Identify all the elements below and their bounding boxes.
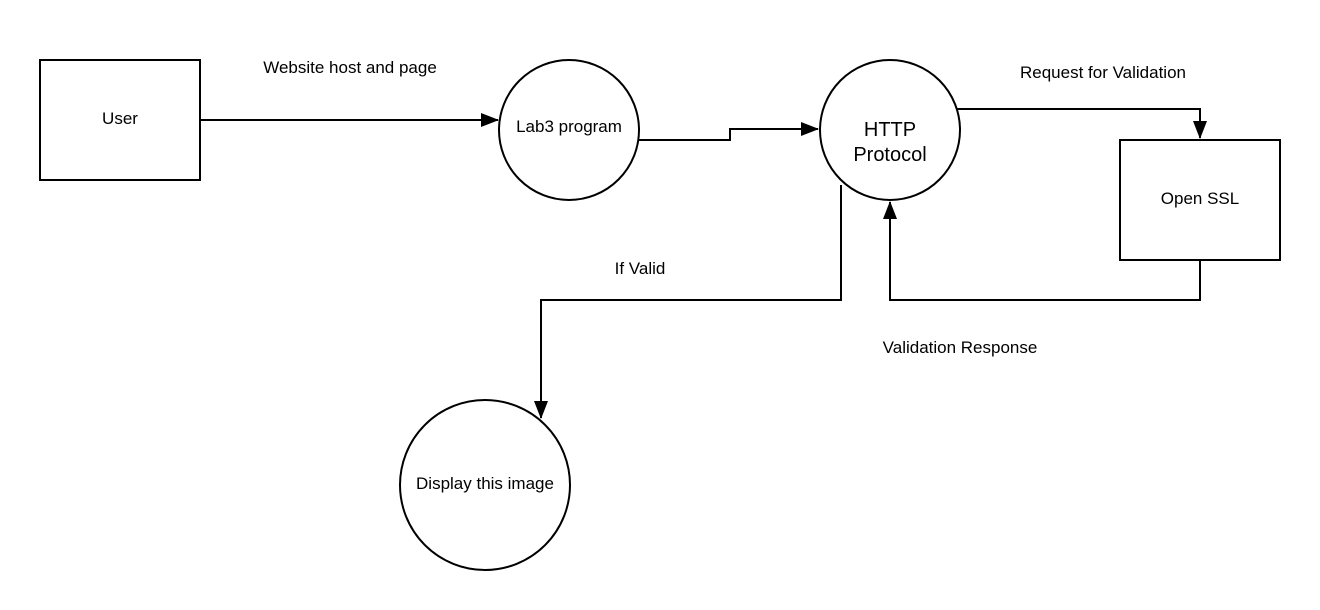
user-box xyxy=(39,59,201,181)
lab3-program-label: Lab3 program xyxy=(516,117,622,136)
display-image-circle xyxy=(399,399,571,571)
node-open-ssl: Open SSL xyxy=(1119,139,1281,261)
edge-http-to-openssl xyxy=(957,108,1207,139)
node-lab3-program: Lab3 program xyxy=(498,59,640,201)
http-protocol-circle xyxy=(819,59,961,201)
open-ssl-label: Open SSL xyxy=(1161,189,1239,208)
lab3-program-circle xyxy=(498,59,640,201)
edge-label-request-validation: Request for Validation xyxy=(1020,63,1186,82)
edge-label-website-host: Website host and page xyxy=(263,58,437,77)
http-protocol-label-line2: Protocol xyxy=(853,144,926,166)
user-label: User xyxy=(102,109,138,128)
edge-label-if-valid: If Valid xyxy=(615,259,666,278)
edge-label-validation-response: Validation Response xyxy=(883,338,1038,357)
node-http-protocol: HTTP Protocol xyxy=(819,59,961,201)
open-ssl-box xyxy=(1119,139,1281,261)
display-image-label: Display this image xyxy=(416,474,554,493)
edge-lab3-to-http xyxy=(639,122,819,141)
http-protocol-label-line1: HTTP xyxy=(864,119,916,141)
edge-openssl-to-http xyxy=(883,201,1201,301)
edge-http-to-display xyxy=(534,185,842,419)
node-user: User xyxy=(39,59,201,181)
node-display-image: Display this image xyxy=(399,399,571,571)
